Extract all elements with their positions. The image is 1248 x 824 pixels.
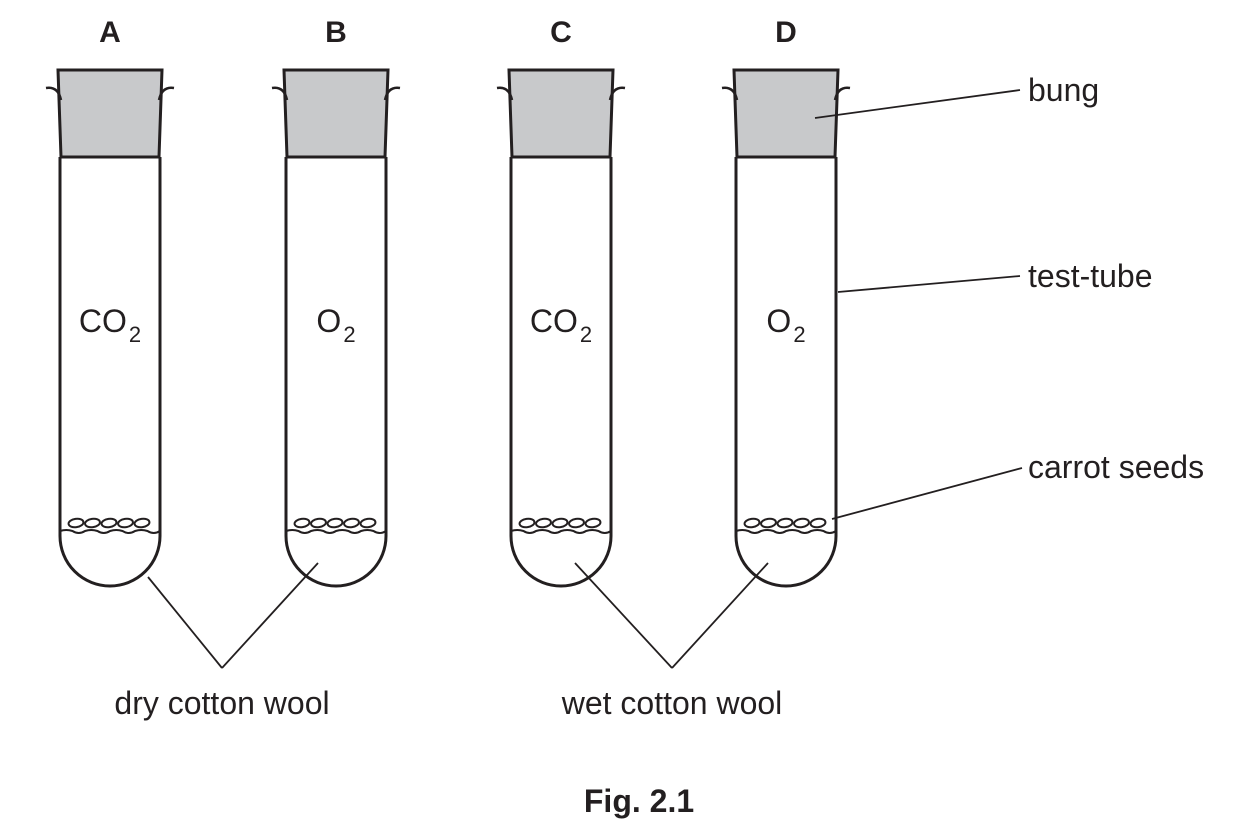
gas-formula: O: [766, 303, 791, 339]
carrot-seed: [518, 517, 536, 529]
test-tube-body: [734, 157, 838, 588]
carrot-seed: [100, 517, 118, 529]
gas-subscript: 2: [580, 322, 592, 347]
carrot-seed: [293, 517, 311, 529]
test-tube-leader-line: [837, 275, 1021, 293]
gas-subscript: 2: [129, 322, 141, 347]
bung-label: bung: [1028, 72, 1099, 108]
gas-label: CO2: [530, 303, 592, 347]
tube-label-b: B: [325, 16, 347, 49]
carrot-seed: [310, 517, 327, 529]
tube-lip-left: [721, 86, 739, 101]
gas-label: O2: [316, 303, 355, 347]
carrot-seed: [551, 517, 569, 529]
bung-leader-line: [814, 89, 1021, 119]
carrot-seed: [760, 517, 777, 529]
carrot-seed: [743, 517, 761, 529]
wet-cotton-wool-label: wet cotton wool: [561, 685, 783, 721]
dry-cotton-wool-label: dry cotton wool: [114, 685, 329, 721]
tube-label-d: D: [775, 16, 797, 49]
tube-lip-left: [496, 86, 514, 101]
dry-wool-leader-b: [221, 562, 319, 669]
wet-wool-leader-d: [671, 562, 769, 669]
tube-lip-right: [383, 86, 401, 101]
cotton-wool-surface: [59, 529, 161, 534]
carrot-seed: [359, 517, 377, 529]
test-tube-body: [509, 157, 613, 588]
gas-label: CO2: [79, 303, 141, 347]
tube-lip-right: [608, 86, 626, 101]
cotton-wool-surface: [510, 529, 612, 534]
carrot-seed: [117, 517, 134, 529]
figure-caption: Fig. 2.1: [584, 783, 694, 819]
tube-lip-right: [157, 86, 175, 101]
gas-label: O2: [766, 303, 805, 347]
test-tube-c: C CO2: [496, 16, 626, 588]
carrot-seed: [535, 517, 552, 529]
test-tube-a: A CO2: [45, 16, 175, 588]
tube-label-c: C: [550, 16, 572, 49]
carrot-seed: [67, 517, 85, 529]
carrot-seed: [343, 517, 360, 529]
test-tube-b: B O2: [271, 16, 401, 588]
gas-subscript: 2: [343, 322, 355, 347]
bung: [732, 68, 840, 159]
test-tube-body: [58, 157, 162, 588]
dry-wool-leader-a: [147, 576, 223, 669]
tube-lip-left: [271, 86, 289, 101]
carrot-seed: [568, 517, 585, 529]
test-tube-d: D O2: [721, 16, 851, 588]
tube-lip-right: [833, 86, 851, 101]
bung: [56, 68, 164, 159]
gas-formula: CO: [530, 303, 578, 339]
gas-formula: O: [316, 303, 341, 339]
carrot-seed: [84, 517, 101, 529]
cotton-wool-surface: [285, 529, 387, 534]
wet-wool-leader-c: [574, 562, 673, 669]
carrot-seed: [133, 517, 151, 529]
cotton-wool-surface: [735, 529, 837, 534]
carrot-seed: [326, 517, 344, 529]
gas-formula: CO: [79, 303, 127, 339]
test-tube-body: [284, 157, 388, 588]
carrot-seed: [793, 517, 810, 529]
carrot-seed: [776, 517, 794, 529]
bung: [282, 68, 390, 159]
gas-subscript: 2: [793, 322, 805, 347]
bung: [507, 68, 615, 159]
tube-label-a: A: [99, 16, 121, 49]
carrot-seeds-leader-line: [831, 467, 1023, 520]
tube-lip-left: [45, 86, 63, 101]
carrot-seeds-label: carrot seeds: [1028, 449, 1204, 485]
carrot-seed: [809, 517, 827, 529]
carrot-seed: [584, 517, 602, 529]
test-tube-label: test-tube: [1028, 258, 1153, 294]
